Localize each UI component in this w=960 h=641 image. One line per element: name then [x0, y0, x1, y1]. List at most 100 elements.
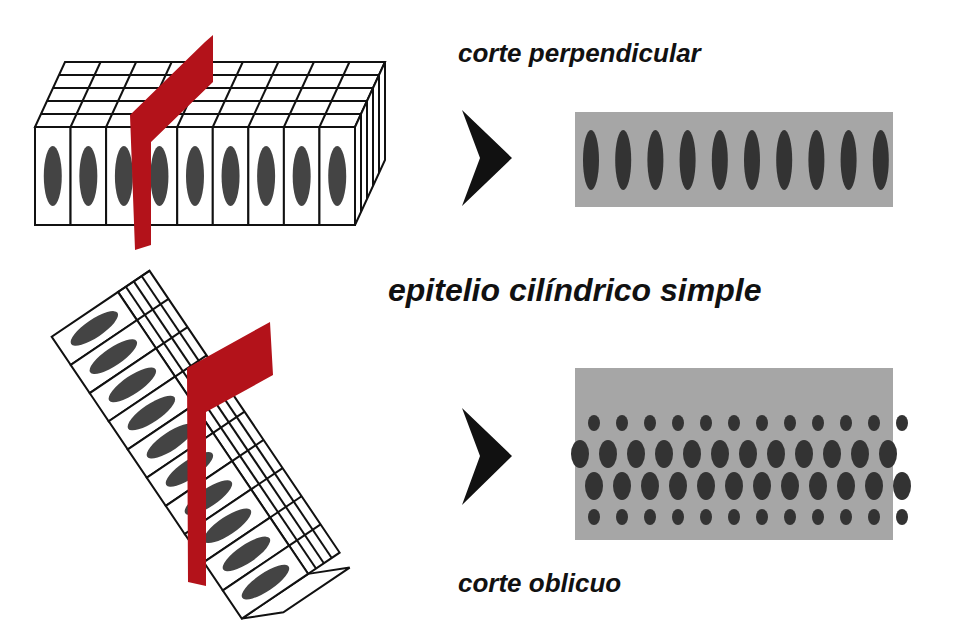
section-view	[575, 368, 893, 540]
section-label: corte perpendicular	[458, 38, 701, 69]
nucleus	[756, 415, 768, 431]
nucleus	[784, 415, 796, 431]
nucleus	[744, 130, 760, 190]
cell-outline	[213, 62, 243, 127]
nucleus	[784, 509, 796, 525]
cell-outline	[213, 412, 245, 433]
cell-outline	[372, 88, 374, 186]
nucleus	[873, 130, 889, 190]
nucleus	[588, 509, 600, 525]
nucleus	[186, 146, 204, 206]
nucleus	[812, 509, 824, 525]
nucleus	[739, 440, 757, 468]
cell-outline	[213, 127, 249, 225]
cell-outline	[319, 127, 355, 225]
section-plane	[187, 322, 273, 586]
nucleus	[795, 440, 813, 468]
nucleus	[840, 509, 852, 525]
cell-outline	[284, 127, 320, 225]
cell-outline	[137, 299, 169, 320]
cell-outline	[47, 100, 367, 102]
nucleus	[879, 440, 897, 468]
nucleus	[79, 146, 97, 206]
cell-outline	[248, 62, 278, 127]
nucleus	[809, 472, 827, 500]
cell-outline	[177, 127, 213, 225]
nucleus	[616, 415, 628, 431]
cell-outline	[223, 546, 308, 619]
nucleus	[616, 509, 628, 525]
nucleus	[257, 146, 275, 206]
nucleus	[812, 415, 824, 431]
nucleus	[328, 146, 346, 206]
cell-outline	[355, 62, 385, 225]
nucleus	[893, 472, 911, 500]
cell-outline	[366, 101, 368, 199]
nucleus	[150, 146, 168, 206]
cell-outline	[156, 327, 188, 348]
section-view	[575, 112, 893, 207]
nucleus	[851, 440, 869, 468]
nucleus	[683, 440, 701, 468]
nucleus	[588, 415, 600, 431]
cell-outline	[232, 440, 264, 461]
nucleus	[44, 146, 62, 206]
nucleus	[753, 472, 771, 500]
nucleus	[865, 472, 883, 500]
nucleus	[627, 440, 645, 468]
epithelium-block	[52, 271, 350, 634]
nucleus	[647, 130, 663, 190]
nucleus	[728, 415, 740, 431]
cell-outline	[59, 74, 379, 76]
nucleus	[756, 509, 768, 525]
epithelium-block	[35, 62, 385, 225]
nucleus	[781, 472, 799, 500]
nucleus	[896, 509, 908, 525]
cell-outline	[289, 524, 321, 545]
nucleus	[700, 415, 712, 431]
nucleus	[672, 415, 684, 431]
nucleus	[680, 130, 696, 190]
nucleus	[837, 472, 855, 500]
nucleus	[613, 472, 631, 500]
title: epitelio cilíndrico simple	[388, 272, 761, 309]
nucleus	[840, 415, 852, 431]
section-label: corte oblicuo	[458, 568, 621, 599]
nucleus	[641, 472, 659, 500]
nucleus	[841, 130, 857, 190]
nucleus	[237, 559, 293, 605]
cell-outline	[118, 271, 340, 574]
nucleus	[571, 440, 589, 468]
cell-outline	[53, 87, 373, 89]
nucleus	[868, 415, 880, 431]
nucleus	[655, 440, 673, 468]
nucleus	[644, 509, 656, 525]
epithelium-block	[52, 271, 350, 634]
cell-outline	[248, 127, 284, 225]
nucleus	[599, 440, 617, 468]
cell-outline	[284, 62, 314, 127]
nucleus	[896, 415, 908, 431]
nucleus	[767, 440, 785, 468]
cell-outline	[35, 127, 71, 225]
arrow-head	[462, 408, 512, 505]
section-plane	[130, 35, 213, 250]
nucleus	[222, 146, 240, 206]
nucleus	[868, 509, 880, 525]
nucleus	[672, 509, 684, 525]
cell-outline	[319, 62, 349, 127]
cell-outline	[270, 496, 302, 517]
arrow-head	[462, 110, 512, 206]
nucleus	[711, 440, 729, 468]
nucleus	[697, 472, 715, 500]
nucleus	[808, 130, 824, 190]
cell-outline	[118, 271, 150, 292]
nucleus	[712, 130, 728, 190]
nucleus	[115, 146, 133, 206]
nucleus	[293, 146, 311, 206]
cell-outline	[378, 75, 380, 173]
nucleus	[669, 472, 687, 500]
cell-outline	[71, 62, 101, 127]
nucleus	[615, 130, 631, 190]
